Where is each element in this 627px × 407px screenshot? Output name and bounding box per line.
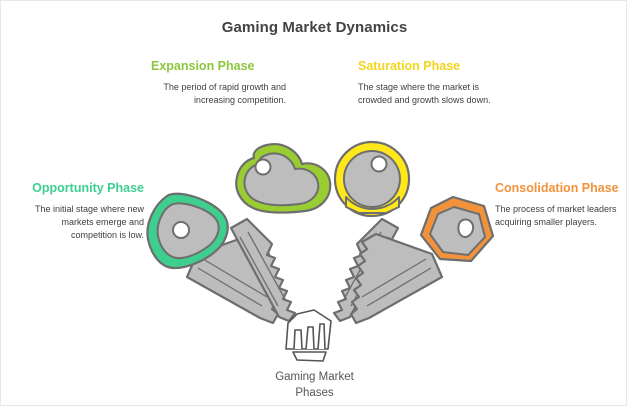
key-bow-face-consolidation bbox=[428, 205, 487, 257]
phase-block-opportunity: Opportunity Phase The initial stage wher… bbox=[19, 181, 144, 242]
key-bit-icon bbox=[285, 309, 332, 362]
phase-description-opportunity: The initial stage where new markets emer… bbox=[34, 204, 144, 240]
key-hole-consolidation bbox=[457, 218, 475, 239]
key-consolidation[interactable] bbox=[349, 195, 495, 325]
center-caption-line1: Gaming Market bbox=[275, 371, 354, 383]
key-hole-saturation bbox=[370, 155, 388, 173]
center-caption: Gaming Market Phases bbox=[1, 369, 627, 401]
center-caption-line2: Phases bbox=[295, 387, 334, 399]
phase-title-opportunity: Opportunity Phase bbox=[32, 181, 144, 195]
phase-description-saturation: The stage where the market is crowded an… bbox=[358, 82, 491, 105]
phase-description-consolidation: The process of market leaders acquiring … bbox=[495, 204, 617, 227]
phase-title-saturation: Saturation Phase bbox=[358, 59, 461, 73]
phase-block-saturation: Saturation Phase The stage where the mar… bbox=[358, 59, 493, 107]
phase-title-consolidation: Consolidation Phase bbox=[495, 181, 619, 195]
key-bow-collar-saturation bbox=[345, 196, 400, 214]
key-expansion[interactable] bbox=[229, 143, 332, 323]
key-shaft-consolidation bbox=[349, 232, 444, 325]
phase-block-expansion: Expansion Phase The period of rapid grow… bbox=[151, 59, 286, 107]
key-hole-opportunity bbox=[172, 221, 190, 239]
phase-description-expansion: The period of rapid growth and increasin… bbox=[163, 82, 286, 105]
key-shaft-expansion bbox=[229, 217, 297, 323]
phase-title-expansion: Expansion Phase bbox=[151, 59, 255, 73]
page-title: Gaming Market Dynamics bbox=[221, 19, 408, 36]
phase-block-consolidation: Consolidation Phase The process of marke… bbox=[495, 181, 620, 229]
key-hole-expansion bbox=[254, 158, 272, 176]
